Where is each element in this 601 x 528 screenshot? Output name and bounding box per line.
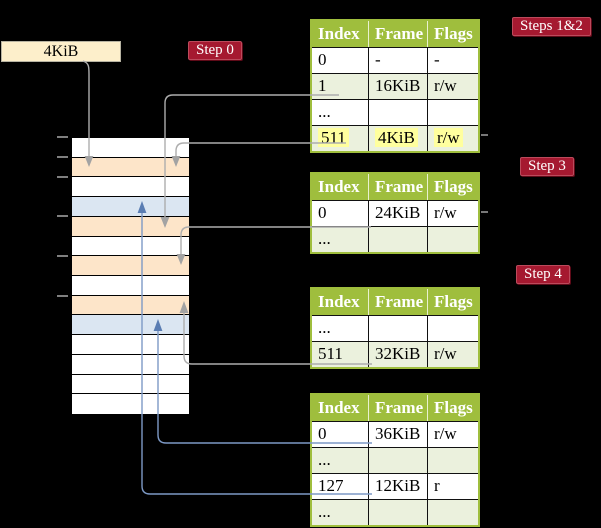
memory-row-white [72,335,189,355]
tick-mark [57,255,68,257]
table-header-cell: Index [318,177,360,196]
table-cell: r [427,474,478,499]
memory-row-peach [72,157,189,178]
table-header-cell: Index [318,292,360,311]
table-header-cell: Frame [368,395,427,421]
memory-row-peach [72,256,189,276]
table-cell: ... [318,229,331,248]
table-header-row: Index Frame Flags [312,174,478,200]
memory-row-peach [72,216,189,237]
table-cell: r/w [427,74,478,99]
table-header-cell: Flags [427,289,478,315]
table-header-cell: Frame [368,21,427,47]
table-row-highlighted: 511 4KiB r/w [312,125,478,151]
memory-row-blue [72,197,189,217]
table-cell [427,316,478,341]
page-table-step-4: Index Frame Flags ... 511 32KiB r/w [310,287,480,369]
tick-mark [57,136,68,138]
tick-mark [57,295,68,297]
memory-row-white [72,275,189,296]
memory-stack [71,137,190,415]
table-cell [427,448,478,473]
table-cell [368,500,427,525]
badge-steps-1-2: Steps 1&2 [512,17,591,36]
table-header-cell: Flags [427,395,478,421]
table-row: ... [312,99,478,125]
table-cell [368,100,427,125]
table-cell [368,448,427,473]
table-header-row: Index Frame Flags [312,395,478,421]
memory-row-white [72,236,189,257]
table-cell: 511 [318,344,343,363]
memory-row-white [72,394,189,414]
table-header-cell: Frame [368,174,427,200]
table-cell: r/w [427,422,478,447]
table-header-cell: Flags [427,21,478,47]
table-cell: 24KiB [368,201,427,226]
memory-row-white [72,177,189,198]
table-row: 0 24KiB r/w [312,200,478,226]
table-cell: 511 [312,126,368,151]
table-cell: 0 [318,203,327,222]
tick-mark [57,156,68,158]
table-row: 0 36KiB r/w [312,421,478,447]
table-row: 511 32KiB r/w [312,341,478,367]
frame-register-box: 4KiB [1,41,121,62]
page-table-step-3: Index Frame Flags 0 24KiB r/w ... [310,172,480,254]
table-cell: ... [318,450,331,469]
table-cell: 12KiB [368,474,427,499]
table-cell: r/w [427,201,478,226]
table-header-cell: Frame [368,289,427,315]
table-row: ... [312,447,478,473]
page-table-steps-1-2: Index Frame Flags 0 - - 1 16KiB r/w ... … [310,19,480,153]
badge-step-4: Step 4 [516,265,570,284]
table-cell: - [368,48,427,73]
table-header-cell: Index [318,398,360,417]
table-row: ... [312,315,478,341]
table-header-row: Index Frame Flags [312,289,478,315]
tick-mark [57,215,68,217]
table-cell: ... [318,502,331,521]
tick-mark [57,176,68,178]
table-cell: ... [318,102,331,121]
table-cell [427,500,478,525]
memory-row-white [72,354,189,375]
table-row: ... [312,499,478,525]
table-cell [368,227,427,252]
table-cell: ... [318,318,331,337]
memory-row-white [72,138,189,158]
table-cell: 16KiB [368,74,427,99]
table-row: 1 16KiB r/w [312,73,478,99]
badge-step-3: Step 3 [520,157,574,176]
memory-row-peach [72,295,189,316]
table-cell: 0 [318,50,327,69]
memory-row-white [72,374,189,395]
table-header-cell: Index [318,24,360,43]
table-cell [427,227,478,252]
table-row: 127 12KiB r [312,473,478,499]
table-cell: 32KiB [368,342,427,367]
table-header-row: Index Frame Flags [312,21,478,47]
table-cell [368,316,427,341]
table-cell: 0 [318,424,327,443]
table-row: ... [312,226,478,252]
table-cell: 1 [318,76,327,95]
table-cell: 4KiB [368,126,427,151]
page-table-leaf: Index Frame Flags 0 36KiB r/w ... 127 12… [310,393,480,527]
table-header-cell: Flags [427,174,478,200]
table-cell: 36KiB [368,422,427,447]
table-cell: - [427,48,478,73]
table-row: 0 - - [312,47,478,73]
memory-row-blue [72,315,189,336]
table-cell: r/w [427,126,478,151]
table-cell: r/w [427,342,478,367]
badge-step-0: Step 0 [188,41,242,60]
table-cell: 127 [318,476,344,495]
table-cell [427,100,478,125]
